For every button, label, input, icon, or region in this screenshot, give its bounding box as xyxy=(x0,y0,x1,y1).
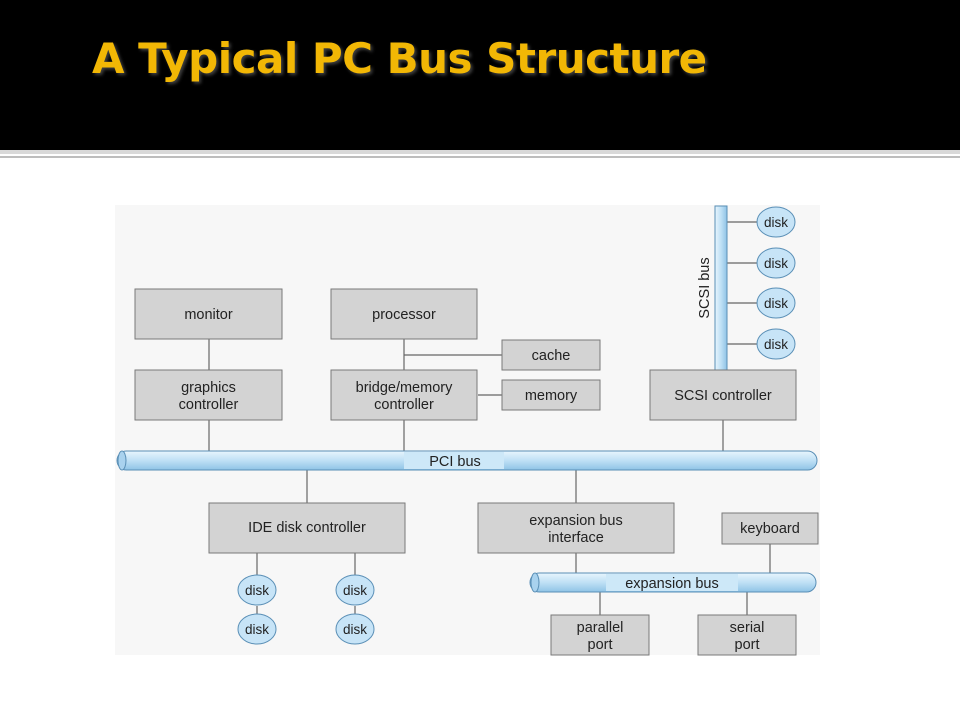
ide-disk-2: disk xyxy=(237,613,277,645)
cache-label: cache xyxy=(532,348,571,364)
cache-box: cache xyxy=(501,339,601,371)
disk-label: disk xyxy=(245,622,269,637)
disk-label: disk xyxy=(764,296,788,311)
graphics-controller-label-line-2: controller xyxy=(179,397,239,413)
ide-disk-4: disk xyxy=(335,613,375,645)
pci-bus-label: PCI bus xyxy=(429,454,481,470)
parallel-port-label-line-2: port xyxy=(588,637,613,653)
parallel-port-label-line-1: parallel xyxy=(577,620,624,636)
monitor-box: monitor xyxy=(134,288,283,340)
processor-label: processor xyxy=(372,307,436,323)
serial-port-label-line-2: port xyxy=(735,637,760,653)
scsi-bus-label: SCSI bus xyxy=(697,257,713,318)
scsi-disk-2: disk xyxy=(756,247,796,279)
parallel-port-box: parallel port xyxy=(550,614,650,656)
memory-box: memory xyxy=(501,379,601,411)
ide-disk-controller-box: IDE disk controller xyxy=(208,502,406,554)
processor-box: processor xyxy=(330,288,478,340)
title-bar xyxy=(0,0,960,150)
graphics-controller-box: graphics controller xyxy=(134,369,283,421)
disk-label: disk xyxy=(343,583,367,598)
expansion-bus-interface-label-line-1: expansion bus xyxy=(529,513,623,529)
keyboard-box: keyboard xyxy=(721,512,819,545)
ide-disk-controller-label: IDE disk controller xyxy=(248,520,366,536)
bridge-memory-controller-box: bridge/memory controller xyxy=(330,369,478,421)
monitor-label: monitor xyxy=(184,307,233,323)
disk-label: disk xyxy=(245,583,269,598)
ide-disk-3: disk xyxy=(335,574,375,606)
disk-label: disk xyxy=(764,337,788,352)
bridge-memory-controller-label-line-1: bridge/memory xyxy=(356,380,453,396)
scsi-controller-label: SCSI controller xyxy=(674,388,772,404)
disk-label: disk xyxy=(764,256,788,271)
scsi-disk-3: disk xyxy=(756,287,796,319)
serial-port-label-line-1: serial xyxy=(730,620,765,636)
bridge-memory-controller-label-line-2: controller xyxy=(374,397,434,413)
expansion-bus: expansion bus xyxy=(529,572,817,593)
keyboard-label: keyboard xyxy=(740,521,800,537)
pci-bus: PCI bus xyxy=(116,450,818,471)
expansion-bus-label: expansion bus xyxy=(625,576,719,592)
serial-port-box: serial port xyxy=(697,614,797,656)
scsi-disk-1: disk xyxy=(756,206,796,238)
ide-disk-1: disk xyxy=(237,574,277,606)
disk-label: disk xyxy=(764,215,788,230)
expansion-bus-interface-label-line-2: interface xyxy=(548,530,604,546)
expansion-bus-interface-box: expansion bus interface xyxy=(477,502,675,554)
title-divider-thin xyxy=(0,156,960,158)
slide-title: A Typical PC Bus Structure xyxy=(92,34,707,83)
memory-label: memory xyxy=(525,388,578,404)
scsi-disk-4: disk xyxy=(756,328,796,360)
disk-label: disk xyxy=(343,622,367,637)
scsi-controller-box: SCSI controller xyxy=(649,369,797,421)
title-divider xyxy=(0,150,960,154)
graphics-controller-label-line-1: graphics xyxy=(181,380,236,396)
